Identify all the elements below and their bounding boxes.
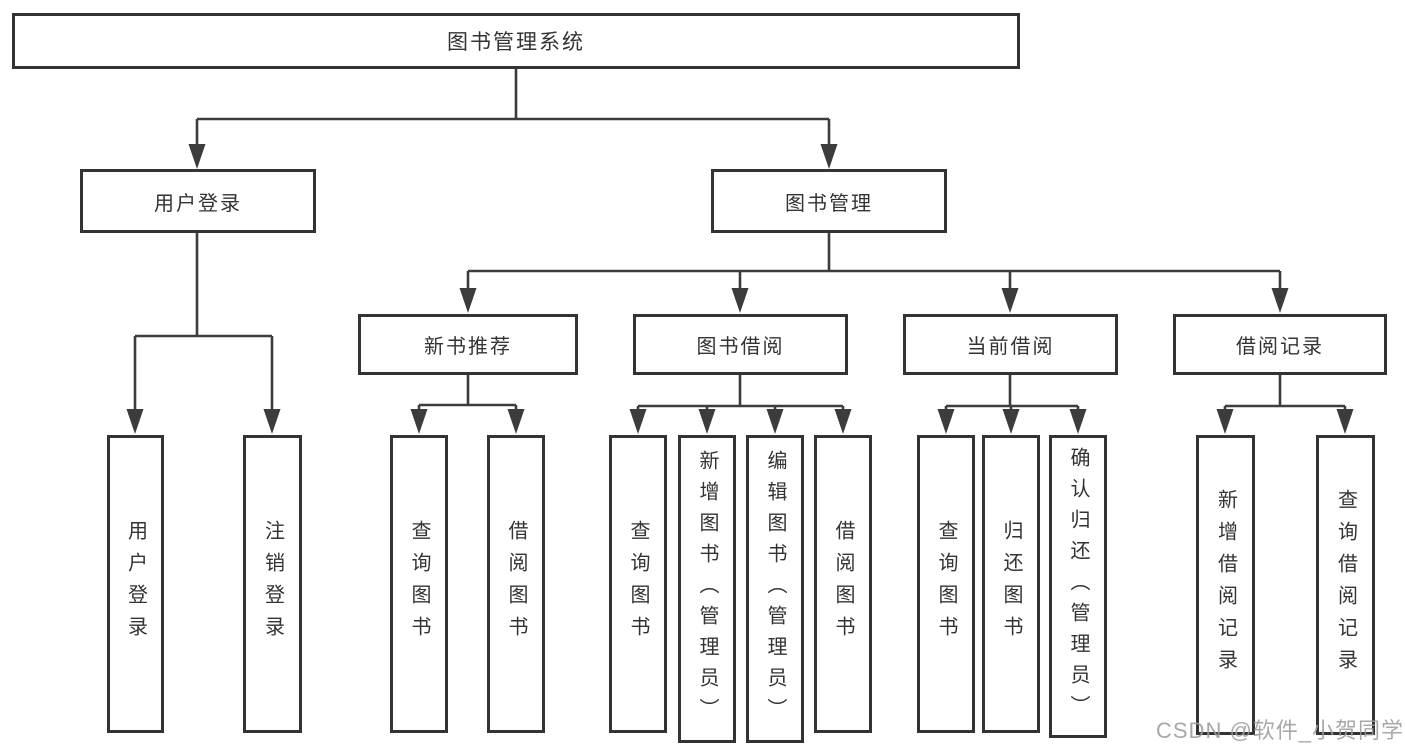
leaf-label: 编辑图书（管理员） <box>764 449 786 729</box>
leaf-label: 注销登录 <box>261 520 284 648</box>
leaf-confirm-return-admin: 确认归还（管理员） <box>1049 435 1107 738</box>
leaf-edit-book-admin: 编辑图书（管理员） <box>746 435 804 743</box>
leaf-label: 查询图书 <box>935 520 957 648</box>
leaf-label: 查询借阅记录 <box>1334 489 1357 681</box>
leaf-label: 查询图书 <box>408 520 430 648</box>
node-user-login-branch: 用户登录 <box>80 169 316 233</box>
leaf-label: 用户登录 <box>124 520 147 648</box>
leaf-logout: 注销登录 <box>243 435 302 733</box>
leaf-query-books-current: 查询图书 <box>917 435 975 733</box>
leaf-return-books: 归还图书 <box>982 435 1040 733</box>
watermark: CSDN @软件_小贺同学 <box>1156 718 1405 743</box>
leaf-query-books-recommend: 查询图书 <box>390 435 448 733</box>
node-label: 当前借阅 <box>966 336 1055 358</box>
node-book-management-system: 图书管理系统 <box>12 13 1020 69</box>
node-label: 新书推荐 <box>424 336 512 358</box>
leaf-query-books-borrow: 查询图书 <box>609 435 667 733</box>
leaf-borrow-books: 借阅图书 <box>814 435 872 733</box>
node-label: 图书管理系统 <box>447 31 585 54</box>
leaf-label: 新增图书（管理员） <box>696 449 718 729</box>
node-borrowing-records: 借阅记录 <box>1173 314 1387 375</box>
node-label: 用户登录 <box>154 192 242 215</box>
node-label: 借阅记录 <box>1236 336 1324 358</box>
node-book-borrowing: 图书借阅 <box>633 314 848 375</box>
leaf-query-borrow-record: 查询借阅记录 <box>1316 435 1375 735</box>
leaf-label: 确认归还（管理员） <box>1067 447 1089 726</box>
leaf-add-borrow-record: 新增借阅记录 <box>1196 435 1255 735</box>
leaf-label: 归还图书 <box>1000 520 1022 648</box>
leaf-label: 借阅图书 <box>505 520 527 648</box>
leaf-label: 借阅图书 <box>832 520 854 648</box>
node-label: 图书借阅 <box>696 336 785 358</box>
node-label: 图书管理 <box>785 192 873 215</box>
leaf-label: 新增借阅记录 <box>1214 489 1237 681</box>
node-current-borrowing: 当前借阅 <box>903 314 1118 375</box>
node-new-book-recommendation: 新书推荐 <box>358 314 578 375</box>
leaf-borrow-books-recommend: 借阅图书 <box>487 435 545 733</box>
leaf-add-book-admin: 新增图书（管理员） <box>678 435 736 743</box>
node-book-management-branch: 图书管理 <box>711 169 947 233</box>
leaf-label: 查询图书 <box>627 520 649 648</box>
leaf-user-login: 用户登录 <box>107 435 164 733</box>
